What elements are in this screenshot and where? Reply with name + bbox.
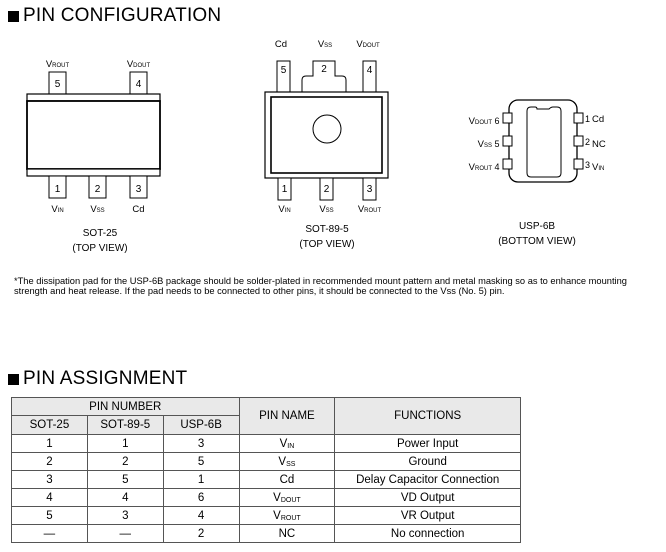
pin-name-cell: VROUT — [238, 506, 336, 525]
sot89-pin-2 — [319, 177, 334, 201]
sot25-pin-2 — [88, 175, 107, 199]
svg-text:1: 1 — [55, 184, 61, 195]
usp6b-label-cd: Cd — [592, 114, 604, 125]
svg-text:4: 4 — [367, 65, 373, 76]
table-row: 5 3 4 VROUT VR Output — [11, 506, 521, 525]
table-header-row: PIN NUMBER PIN NAME FUNCTIONS — [11, 397, 521, 435]
header-functions: FUNCTIONS — [334, 397, 521, 435]
table-row: 2 2 5 VSS Ground — [11, 452, 521, 471]
sot89-label-vin: VIN — [278, 204, 290, 215]
usp6b-pin-3 — [573, 158, 584, 170]
svg-text:2: 2 — [585, 137, 590, 147]
svg-text:2: 2 — [95, 184, 101, 195]
sot25-label-cd: Cd — [132, 204, 144, 215]
usp6b-pin-6 — [502, 112, 513, 124]
sot25-pin-1 — [48, 175, 67, 199]
header-usp6b: USP-6B — [162, 415, 240, 435]
pin-name-cell: NC — [238, 524, 336, 543]
sot89-pin1-marker — [312, 114, 342, 144]
header-pin-number: PIN NUMBER — [11, 397, 240, 416]
svg-text:5: 5 — [494, 139, 499, 149]
sot25-label-vin: VIN — [51, 204, 63, 215]
sot25-label-vdout: VDOUT — [127, 59, 151, 70]
sot25-body — [26, 100, 161, 170]
svg-text:3: 3 — [367, 184, 373, 195]
table-row: 4 4 6 VDOUT VD Output — [11, 488, 521, 507]
sot89-label-vrout: VROUT — [358, 204, 382, 215]
usp6b-pin-5 — [502, 135, 513, 147]
usp6b-label-vdout: VDOUT — [469, 116, 493, 127]
pin-assignment-table: PIN NUMBER PIN NAME FUNCTIONS SOT-25 SOT… — [11, 397, 521, 543]
pin-name-cell: VDOUT — [238, 488, 336, 507]
heading-square-icon — [8, 10, 19, 22]
pin-name-cell: Cd — [238, 470, 336, 489]
sot89-caption: SOT-89-5 (TOP VIEW) — [299, 224, 355, 250]
sot89-pin-3 — [362, 177, 377, 201]
table-row: 3 5 1 Cd Delay Capacitor Connection — [11, 470, 521, 489]
usp6b-pin-4 — [502, 158, 513, 170]
usp6b-caption: USP-6B (BOTTOM VIEW) — [498, 221, 576, 247]
svg-text:1: 1 — [282, 184, 288, 195]
svg-text:3: 3 — [585, 160, 590, 170]
pin-configuration-title: PIN CONFIGURATION — [23, 5, 222, 26]
svg-text:5: 5 — [281, 65, 287, 76]
usp6b-thermal-pad — [526, 106, 562, 178]
pin-name-cell: VIN — [238, 434, 336, 453]
pin-assignment-title: PIN ASSIGNMENT — [23, 368, 188, 389]
pin-assignment-heading: PIN ASSIGNMENT — [8, 368, 187, 390]
table-row: — — 2 NC No connection — [11, 524, 521, 543]
sot25-diagram: 5 4 1 2 3 VROUT VDOUT VIN VSS Cd — [26, 59, 161, 215]
usp6b-label-nc: NC — [592, 139, 606, 150]
pin-configuration-heading: PIN CONFIGURATION — [8, 5, 221, 27]
header-sot25: SOT-25 — [11, 415, 88, 435]
svg-text:3: 3 — [136, 184, 142, 195]
svg-text:2: 2 — [321, 64, 327, 75]
svg-text:4: 4 — [136, 79, 142, 90]
sot89-label-vss: VSS — [319, 204, 333, 215]
svg-text:6: 6 — [494, 116, 499, 126]
svg-text:1: 1 — [585, 114, 590, 124]
sot25-pin-3 — [129, 175, 148, 199]
dissipation-pad-note: *The dissipation pad for the USP-6B pack… — [14, 276, 627, 296]
sot89-label-vss-top: VSS — [318, 39, 332, 50]
pin-name-cell: VSS — [238, 452, 336, 471]
table-row: 1 1 3 VIN Power Input — [11, 434, 521, 453]
sot89-label-vdout: VDOUT — [356, 39, 380, 50]
sot89-pin-2-tab — [301, 60, 347, 92]
svg-text:4: 4 — [494, 162, 499, 172]
sot89-diagram: Cd VSS VDOUT 5 2 4 1 2 3 VIN VSS VROUT — [264, 39, 389, 215]
sot25-caption: SOT-25 (TOP VIEW) — [72, 228, 128, 254]
header-sot89: SOT-89-5 — [86, 415, 164, 435]
sot89-pin-1 — [277, 177, 292, 201]
usp6b-label-vin: VIN — [592, 162, 604, 173]
usp6b-pin-2 — [573, 135, 584, 147]
svg-text:2: 2 — [324, 184, 330, 195]
heading-square-icon — [8, 373, 19, 385]
svg-text:5: 5 — [55, 79, 61, 90]
sot89-label-cd: Cd — [275, 39, 287, 50]
usp6b-label-vrout: VROUT — [469, 162, 493, 173]
usp6b-label-vss: VSS — [478, 139, 492, 150]
sot25-label-vss: VSS — [90, 204, 104, 215]
header-pin-name: PIN NAME — [238, 397, 336, 435]
usp6b-pin-1 — [573, 112, 584, 124]
sot25-label-vrout: VROUT — [46, 59, 70, 70]
usp6b-diagram: VDOUT VSS VROUT 6 5 4 1 2 3 Cd NC VIN — [469, 99, 606, 183]
